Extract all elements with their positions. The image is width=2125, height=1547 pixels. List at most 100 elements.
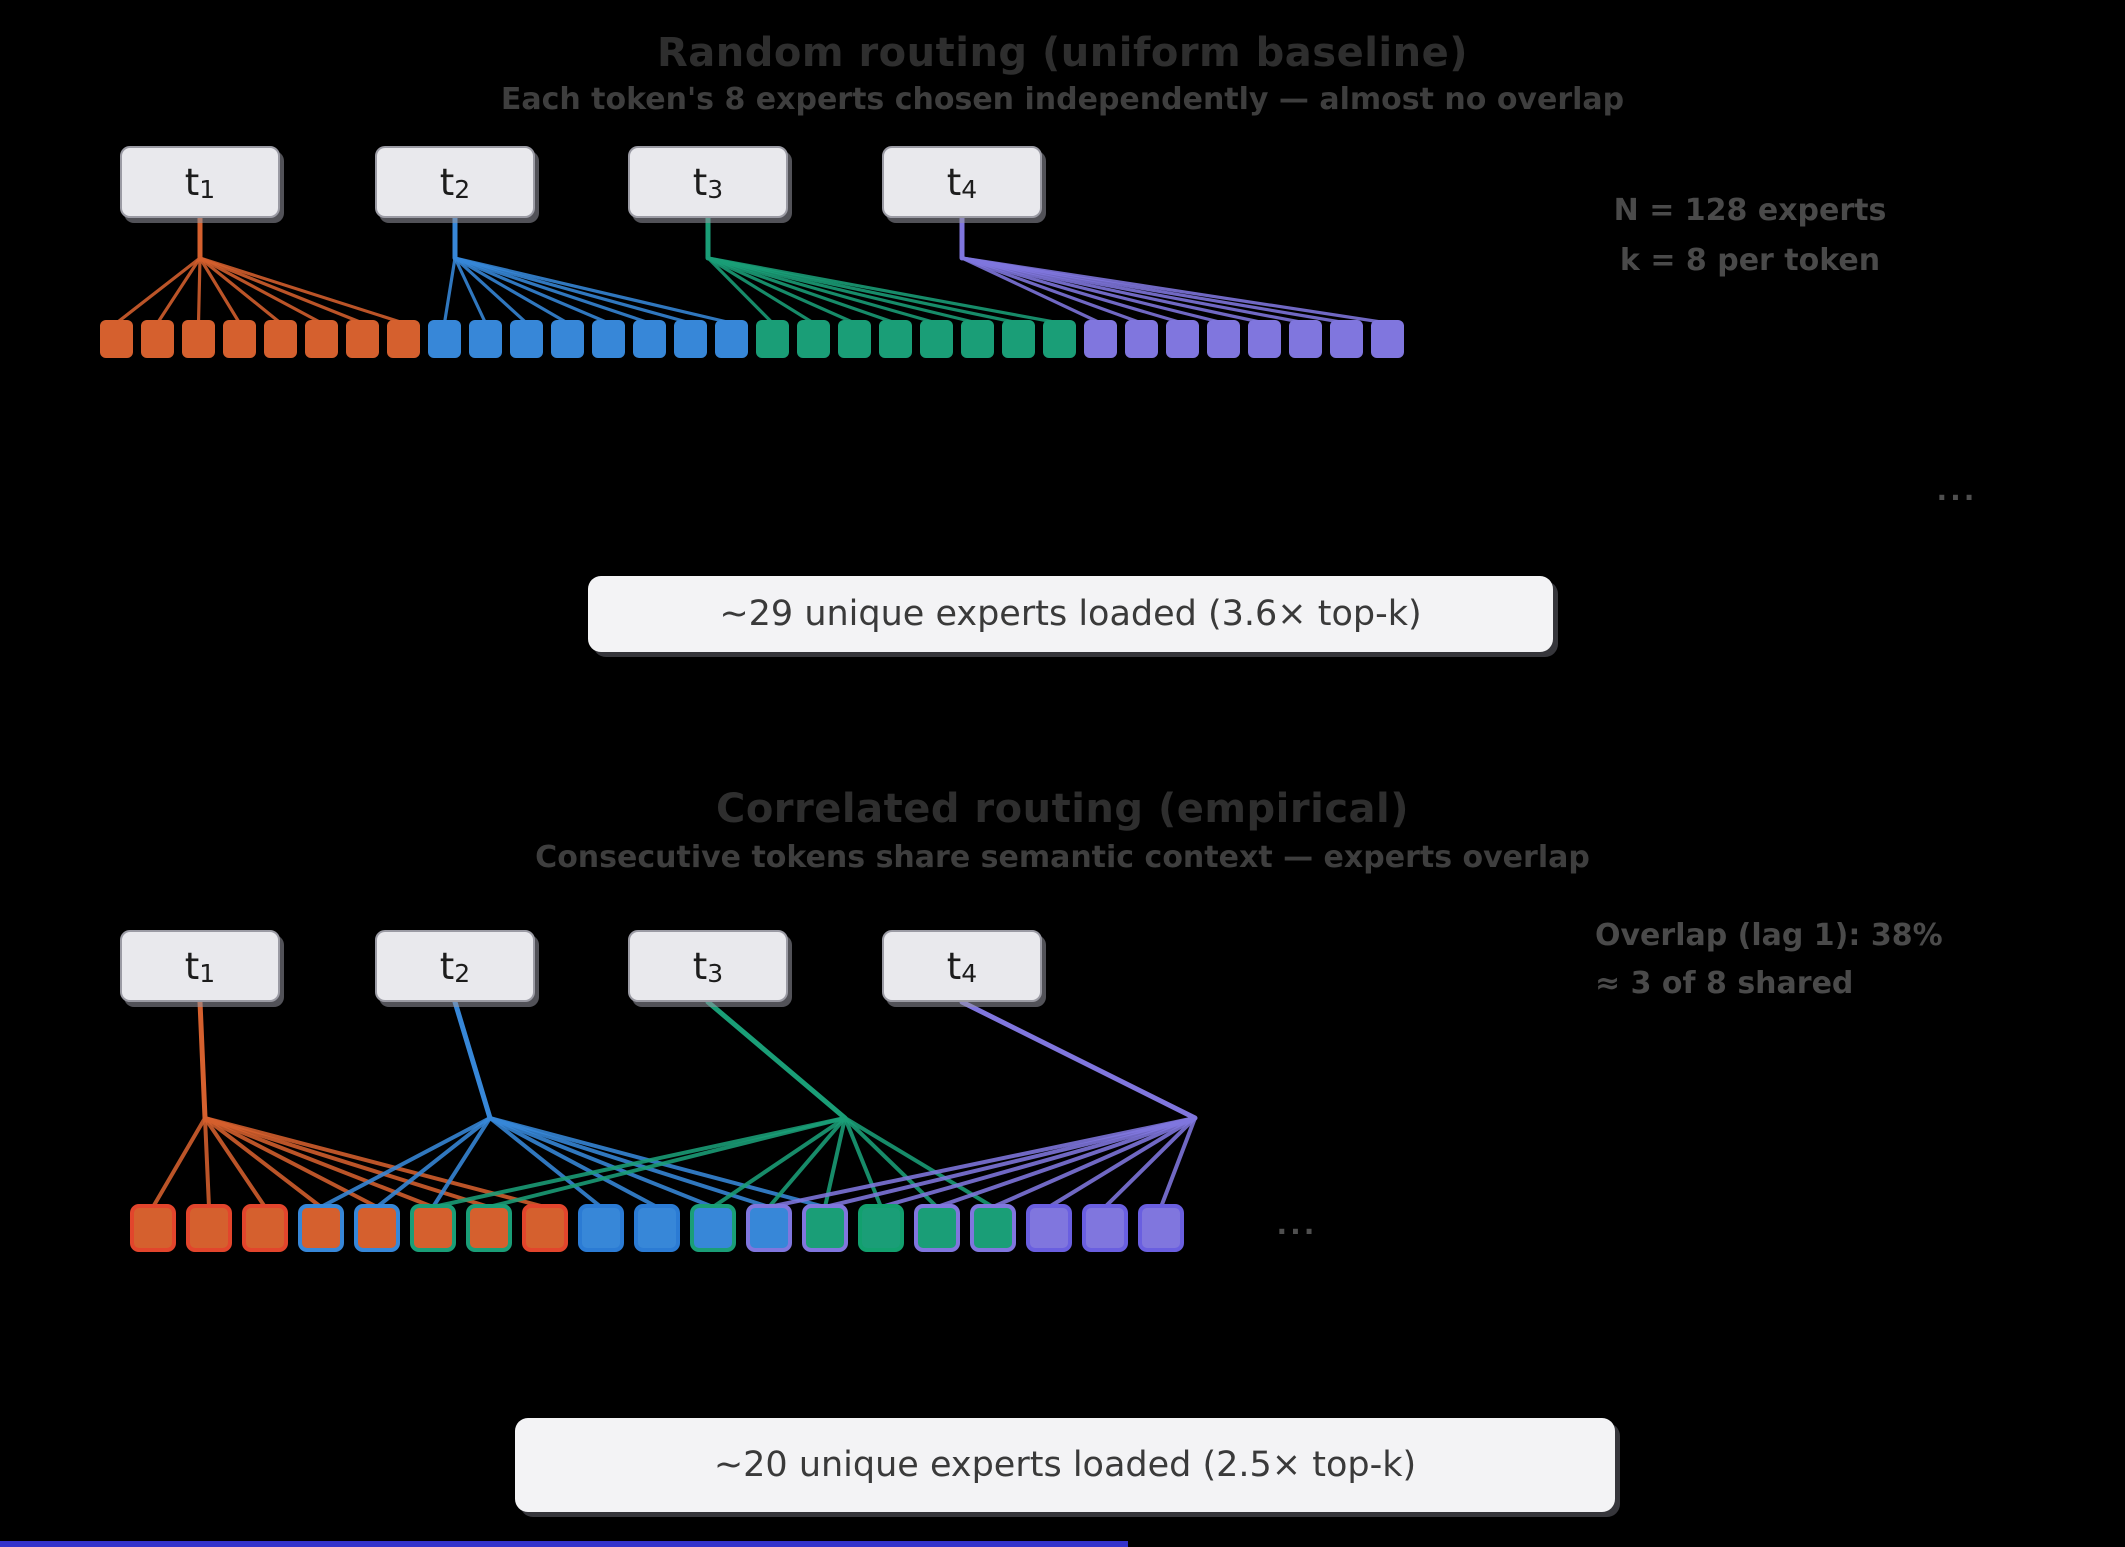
expert-square <box>354 1204 400 1252</box>
caption-pill: ~20 unique experts loaded (2.5× top-k) <box>515 1418 1615 1512</box>
routing-line <box>487 1116 847 1209</box>
expert-square <box>466 1204 512 1252</box>
expert-square <box>970 1204 1016 1252</box>
expert-square <box>551 320 584 358</box>
expert-square <box>186 1204 232 1252</box>
routing-line <box>453 256 570 325</box>
routing-line <box>198 256 365 325</box>
expert-square <box>510 320 543 358</box>
expert-square <box>1082 1204 1128 1252</box>
expert-square <box>879 320 912 358</box>
expert-square <box>1207 320 1240 358</box>
routing-line <box>431 1116 492 1209</box>
token-label-subscript: 4 <box>961 174 978 204</box>
side-note: Overlap (lag 1): 38%≈ 3 of 8 shared <box>1595 912 2035 1008</box>
expert-square <box>264 320 297 358</box>
panel-subtitle: Consecutive tokens share semantic contex… <box>535 840 1590 875</box>
routing-line <box>453 256 652 325</box>
routing-line <box>198 256 406 325</box>
routing-line <box>711 1116 847 1209</box>
token-label: t <box>946 160 962 204</box>
ellipsis: ... <box>1276 1208 1318 1241</box>
token-label: t <box>184 944 200 988</box>
routing-line <box>823 1116 847 1209</box>
expert-square <box>797 320 830 358</box>
expert-square <box>130 1204 176 1252</box>
routing-line <box>706 256 1062 325</box>
token-label: t <box>946 944 962 988</box>
token-label-subscript: 3 <box>707 958 724 988</box>
routing-line <box>960 256 1390 325</box>
expert-square <box>1330 320 1363 358</box>
routing-line <box>706 256 939 325</box>
token-label: t <box>692 944 708 988</box>
expert-square <box>469 320 502 358</box>
token-label-subscript: 2 <box>454 174 471 204</box>
routing-line <box>151 1116 207 1209</box>
routing-line <box>488 1116 827 1209</box>
expert-square <box>305 320 338 358</box>
expert-square <box>242 1204 288 1252</box>
routing-line <box>319 1116 492 1209</box>
expert-square <box>1248 320 1281 358</box>
routing-line <box>203 1116 211 1209</box>
expert-square <box>346 320 379 358</box>
caption-text: ~20 unique experts loaded (2.5× top-k) <box>713 1445 1417 1485</box>
expert-square <box>182 320 215 358</box>
token-label: t <box>439 944 455 988</box>
routing-line <box>843 1116 939 1209</box>
expert-square <box>1125 320 1158 358</box>
expert-square <box>428 320 461 358</box>
expert-square <box>578 1204 624 1252</box>
expert-square <box>674 320 707 358</box>
routing-line <box>203 1116 435 1209</box>
expert-square <box>961 320 994 358</box>
routing-line <box>488 1116 771 1209</box>
expert-square <box>1084 320 1117 358</box>
expert-square <box>756 320 789 358</box>
expert-square <box>690 1204 736 1252</box>
routing-line <box>960 256 1103 325</box>
expert-square <box>838 320 871 358</box>
panel-title: Random routing (uniform baseline) <box>656 30 1469 76</box>
routing-line <box>198 256 324 325</box>
token-label-subscript: 1 <box>199 958 216 988</box>
routing-line <box>488 1116 715 1209</box>
routing-line <box>705 999 848 1121</box>
panel-subtitle: Each token's 8 experts chosen independen… <box>500 82 1625 117</box>
caption-text: ~29 unique experts loaded (3.6× top-k) <box>719 594 1422 634</box>
expert-square <box>1043 320 1076 358</box>
token-label-subscript: 2 <box>454 958 471 988</box>
expert-square <box>1026 1204 1072 1252</box>
routing-line <box>453 256 488 325</box>
expert-square <box>1371 320 1404 358</box>
routing-line <box>706 256 898 325</box>
expert-square <box>1289 320 1322 358</box>
routing-line <box>198 256 242 325</box>
token-label-subscript: 4 <box>961 958 978 988</box>
routing-line <box>114 256 202 325</box>
expert-square <box>715 320 748 358</box>
expert-square <box>920 320 953 358</box>
routing-line <box>879 1116 1197 1209</box>
token-label: t <box>692 160 708 204</box>
side-note-line: k = 8 per token <box>1619 243 1881 278</box>
routing-line <box>452 999 493 1121</box>
ellipsis: ... <box>1936 474 1978 507</box>
routing-line <box>453 256 611 325</box>
expert-square <box>746 1204 792 1252</box>
routing-line <box>196 256 202 325</box>
routing-line <box>706 256 775 325</box>
routing-line <box>431 1116 847 1209</box>
